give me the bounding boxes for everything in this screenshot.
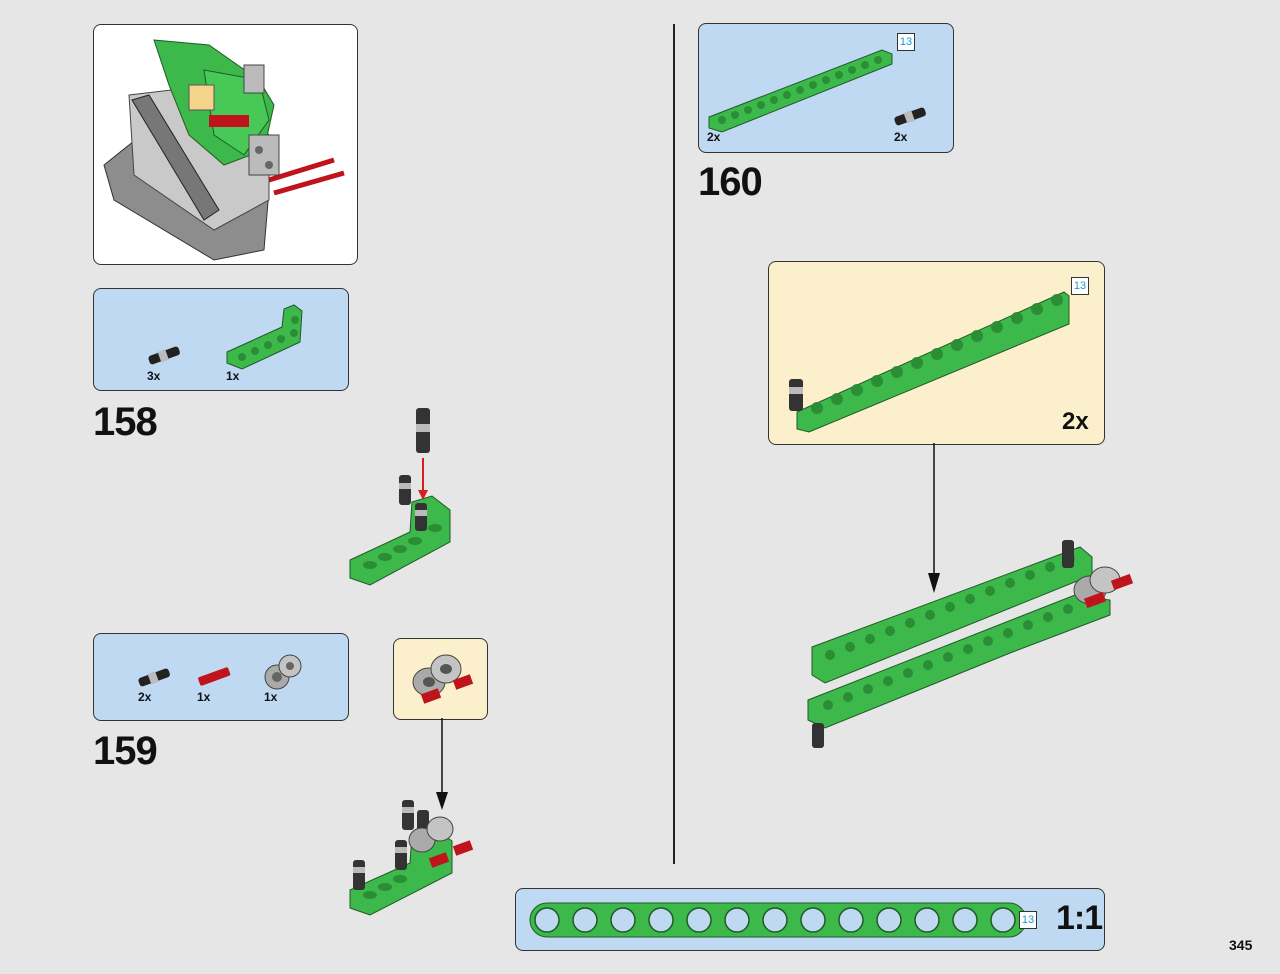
ruler-length-tag: 13 [1019, 911, 1037, 929]
ruler-beam-icon [529, 902, 1027, 938]
page-number: 345 [1229, 937, 1253, 953]
step-158-part-2-qty: 1x [226, 369, 240, 383]
part-length-tag: 13 [897, 33, 915, 51]
l-beam-icon [226, 304, 303, 370]
step-159-part-3-qty: 1x [264, 690, 278, 704]
step-158-number: 158 [93, 400, 158, 444]
step-160-number: 160 [698, 160, 763, 204]
beam-with-pin-icon [789, 291, 1070, 433]
step-160-part-2-qty: 2x [894, 130, 908, 144]
step-160-arrow [928, 443, 940, 593]
step-158-parts-panel: 3x 1x [93, 288, 349, 391]
scale-ruler-panel: 13 1:1 [515, 888, 1105, 951]
step-160-parts-panel: 13 2x 2x [698, 23, 954, 153]
step-158-part-1-qty: 3x [147, 369, 161, 383]
connector-subassembly-icon [412, 654, 474, 704]
step-159-part-1-qty: 2x [138, 690, 152, 704]
friction-pin-icon [148, 346, 180, 365]
step-159-parts-panel: 2x 1x 1x [93, 633, 349, 721]
red-axle-pin-icon [198, 667, 231, 686]
step-159-assembly [349, 800, 474, 916]
step-160-assembly [807, 540, 1134, 748]
step-160-part-1-qty: 2x [707, 130, 721, 144]
step-159-subassembly-panel [393, 638, 488, 720]
friction-pin-icon [138, 668, 170, 687]
double-connector-icon [264, 654, 302, 690]
step-160-subassembly-panel: 13 2x [768, 261, 1105, 445]
subassembly-multiplier: 2x [1062, 408, 1089, 435]
model-preview-image [103, 39, 345, 261]
ruler-scale-label: 1:1 [1056, 899, 1103, 937]
step-159-arrow [436, 718, 448, 810]
step-159-number: 159 [93, 729, 158, 773]
13-beam-icon [708, 49, 893, 133]
column-divider [673, 24, 675, 864]
step-159-part-2-qty: 1x [197, 690, 211, 704]
step-158-assembly [349, 408, 451, 586]
friction-pin-icon [894, 107, 926, 126]
model-preview-panel [93, 24, 358, 265]
subassembly-length-tag: 13 [1071, 277, 1089, 295]
